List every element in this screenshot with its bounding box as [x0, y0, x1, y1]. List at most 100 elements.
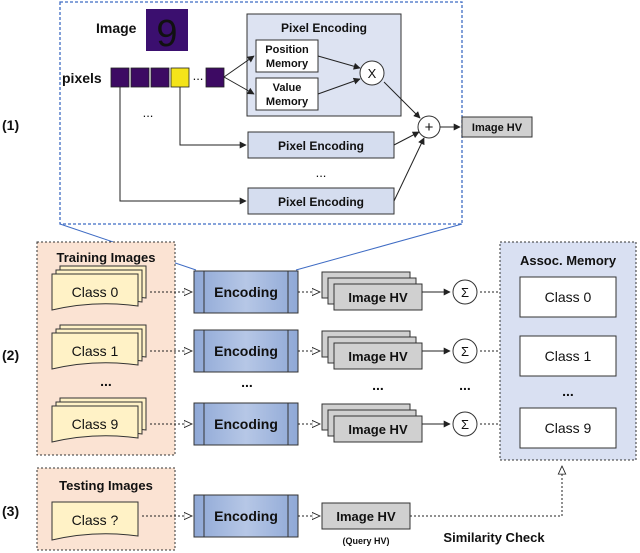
pixel-to-value-arrow — [223, 76, 255, 95]
testing-images-title: Testing Images — [59, 478, 153, 493]
position-memory-box — [255, 39, 319, 73]
image-label: Image — [96, 20, 137, 36]
training-class-card — [51, 405, 139, 443]
encoding-box-1-to-plus-arrow — [393, 131, 420, 146]
encoding-block-body — [193, 494, 299, 538]
image-hv-box — [333, 283, 423, 311]
training-class-label: Class 9 — [72, 416, 119, 432]
memory-class-label: Class 9 — [545, 420, 592, 436]
digit-glyph: 9 — [156, 13, 177, 55]
pixel-row: ... — [110, 67, 225, 88]
query-hv-label: Image HV — [336, 509, 396, 524]
training-class-card — [51, 332, 139, 370]
encoding-block: Encoding — [193, 402, 299, 446]
position-to-multiply-arrow — [317, 55, 361, 70]
pixel-encoding-box-2-label: Pixel Encoding — [278, 195, 364, 209]
sum-node — [452, 411, 478, 437]
image-hv-stack: Image HV — [321, 403, 423, 443]
pixel-cell — [130, 67, 150, 88]
training-images-title: Training Images — [57, 250, 156, 265]
memory-class-label: Class 0 — [545, 289, 592, 305]
sum-symbol: Σ — [461, 285, 469, 300]
pixel-encoding-box-2 — [247, 187, 395, 215]
image-hv-box — [333, 415, 423, 443]
encoding-block-body — [193, 329, 299, 373]
value-to-multiply-arrow — [317, 77, 361, 95]
position-memory-label-line2: Memory — [266, 58, 309, 70]
image-hv-box — [333, 342, 423, 370]
training-class-label: Class 0 — [72, 284, 119, 300]
pixel-encoding-box-1-label: Pixel Encoding — [278, 139, 364, 153]
image-hv-stack: Image HV — [321, 271, 423, 311]
training-class-card — [51, 273, 139, 311]
multiply-symbol: X — [368, 66, 377, 81]
top-image-hv-box — [461, 116, 533, 138]
encoding-box-2-to-plus-arrow — [393, 137, 425, 202]
sum-symbol: Σ — [461, 344, 469, 359]
testing-class-label: Class ? — [72, 512, 119, 528]
encoding-block-label: Encoding — [214, 284, 278, 300]
training-ellipsis: ... — [100, 373, 112, 389]
image-hv-label: Image HV — [348, 422, 408, 437]
pixel-column-ellipsis: ... — [143, 105, 154, 120]
sum-node — [452, 279, 478, 305]
image-hv-label: Image HV — [348, 290, 408, 305]
encoding-block-body — [193, 270, 299, 314]
similarity-check-arrow — [410, 466, 562, 517]
position-memory-label-line1: Position — [265, 44, 309, 56]
encoding-block: Encoding — [193, 270, 299, 314]
testing-class-card — [51, 501, 139, 541]
assoc-memory-ellipsis: ... — [562, 383, 574, 399]
sum-node — [452, 338, 478, 364]
pixels-label: pixels — [62, 70, 102, 86]
encoding-block: Encoding — [193, 329, 299, 373]
pixel-cell — [205, 67, 225, 88]
digit-image — [146, 9, 188, 51]
encoding-block: Encoding — [193, 494, 299, 538]
sum-column-ellipsis: ... — [459, 377, 471, 393]
row-label-1: (1) — [2, 117, 19, 133]
top-image-hv-label: Image HV — [472, 122, 523, 134]
image-hv-label: Image HV — [348, 349, 408, 364]
encoding-block-body — [193, 402, 299, 446]
testing-encoding-block: Encoding — [193, 494, 299, 538]
row-label-2: (2) — [2, 347, 19, 363]
multiply-node — [359, 60, 385, 86]
assoc-memory-title: Assoc. Memory — [520, 253, 617, 268]
query-hv-caption: (Query HV) — [342, 536, 389, 546]
sum-symbol: Σ — [461, 417, 469, 432]
pixel-cell — [110, 67, 130, 88]
pixel-encoding-title: Pixel Encoding — [281, 21, 367, 35]
pixel-encoding-ellipsis: ... — [316, 165, 327, 180]
encoding-detail-panel — [59, 1, 463, 225]
encoding-block-label: Encoding — [214, 416, 278, 432]
image-hv-column-ellipsis: ... — [372, 377, 384, 393]
pixel-to-encoding-box-2-arrow — [119, 87, 247, 205]
pixel-to-encoding-box-1-arrow — [179, 87, 247, 149]
query-hv-box — [321, 502, 411, 530]
memory-class-card — [519, 407, 617, 449]
zoom-line-right — [295, 223, 463, 271]
similarity-check-label: Similarity Check — [443, 530, 545, 545]
training-class-card-stack: Class 9 — [51, 397, 147, 443]
pixel-cell — [150, 67, 170, 88]
value-memory-label-line2: Memory — [266, 96, 309, 108]
encoding-block-label: Encoding — [214, 508, 278, 524]
pixel-cell-highlight — [170, 67, 190, 88]
training-class-label: Class 1 — [72, 343, 119, 359]
memory-class-card — [519, 335, 617, 377]
training-class-cards: Class 0 Class 1 Class 9 — [51, 265, 147, 443]
training-class-card-stack: Class 0 — [51, 265, 147, 311]
plus-symbol: + — [425, 119, 434, 136]
pixel-to-position-arrow — [223, 55, 255, 78]
encoding-block-label: Encoding — [214, 343, 278, 359]
value-memory-label-line1: Value — [273, 82, 302, 94]
pixel-row-ellipsis: ... — [193, 68, 204, 83]
memory-class-card — [519, 276, 617, 318]
assoc-memory-class-cards: Class 0 Class 1 Class 9 — [519, 276, 617, 449]
memory-class-label: Class 1 — [545, 348, 592, 364]
encoding-column-ellipsis: ... — [241, 374, 253, 390]
training-class-card-stack: Class 1 — [51, 324, 147, 370]
